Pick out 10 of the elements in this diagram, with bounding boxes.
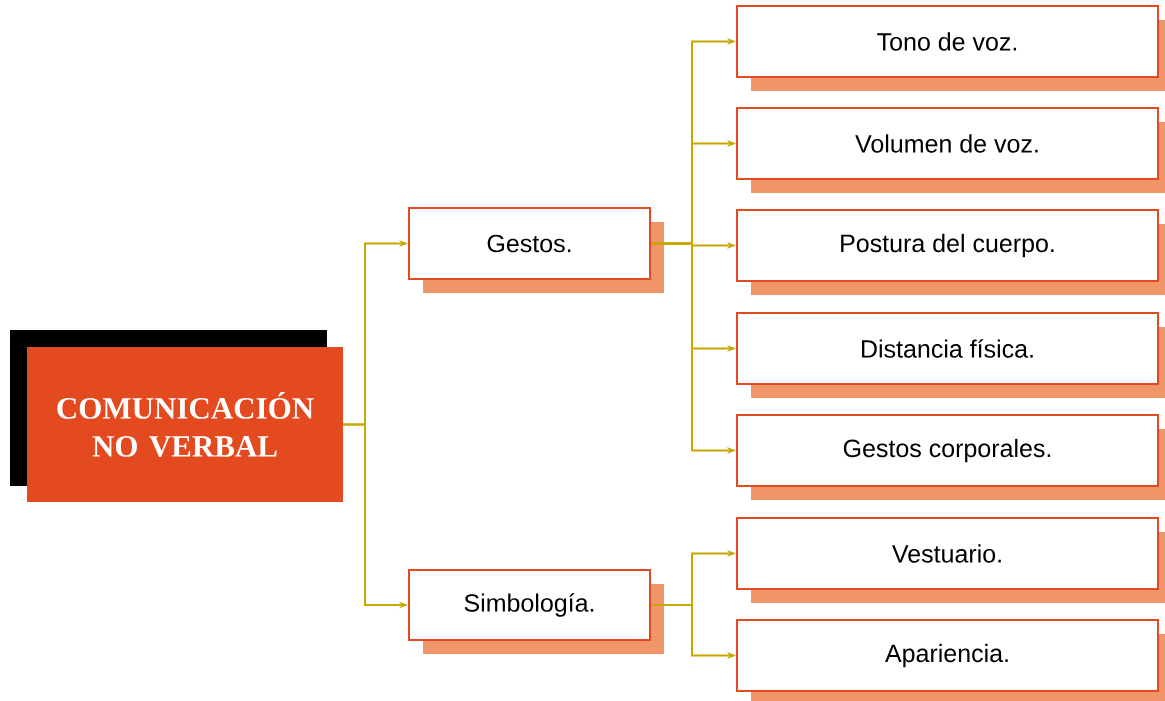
title-box: COMUNICACIÓN NO VERBAL xyxy=(10,330,343,502)
concept-box: Distancia física. xyxy=(736,312,1165,398)
concept-box: Simbología. xyxy=(408,569,664,654)
concept-box: Gestos. xyxy=(408,207,664,293)
concept-box: Postura del cuerpo. xyxy=(736,209,1165,295)
concept-box: Vestuario. xyxy=(736,517,1165,603)
concept-box: Gestos corporales. xyxy=(736,414,1165,500)
concept-box: Volumen de voz. xyxy=(736,107,1165,193)
concept-box: Tono de voz. xyxy=(736,5,1165,91)
concept-box: Apariencia. xyxy=(736,619,1165,701)
